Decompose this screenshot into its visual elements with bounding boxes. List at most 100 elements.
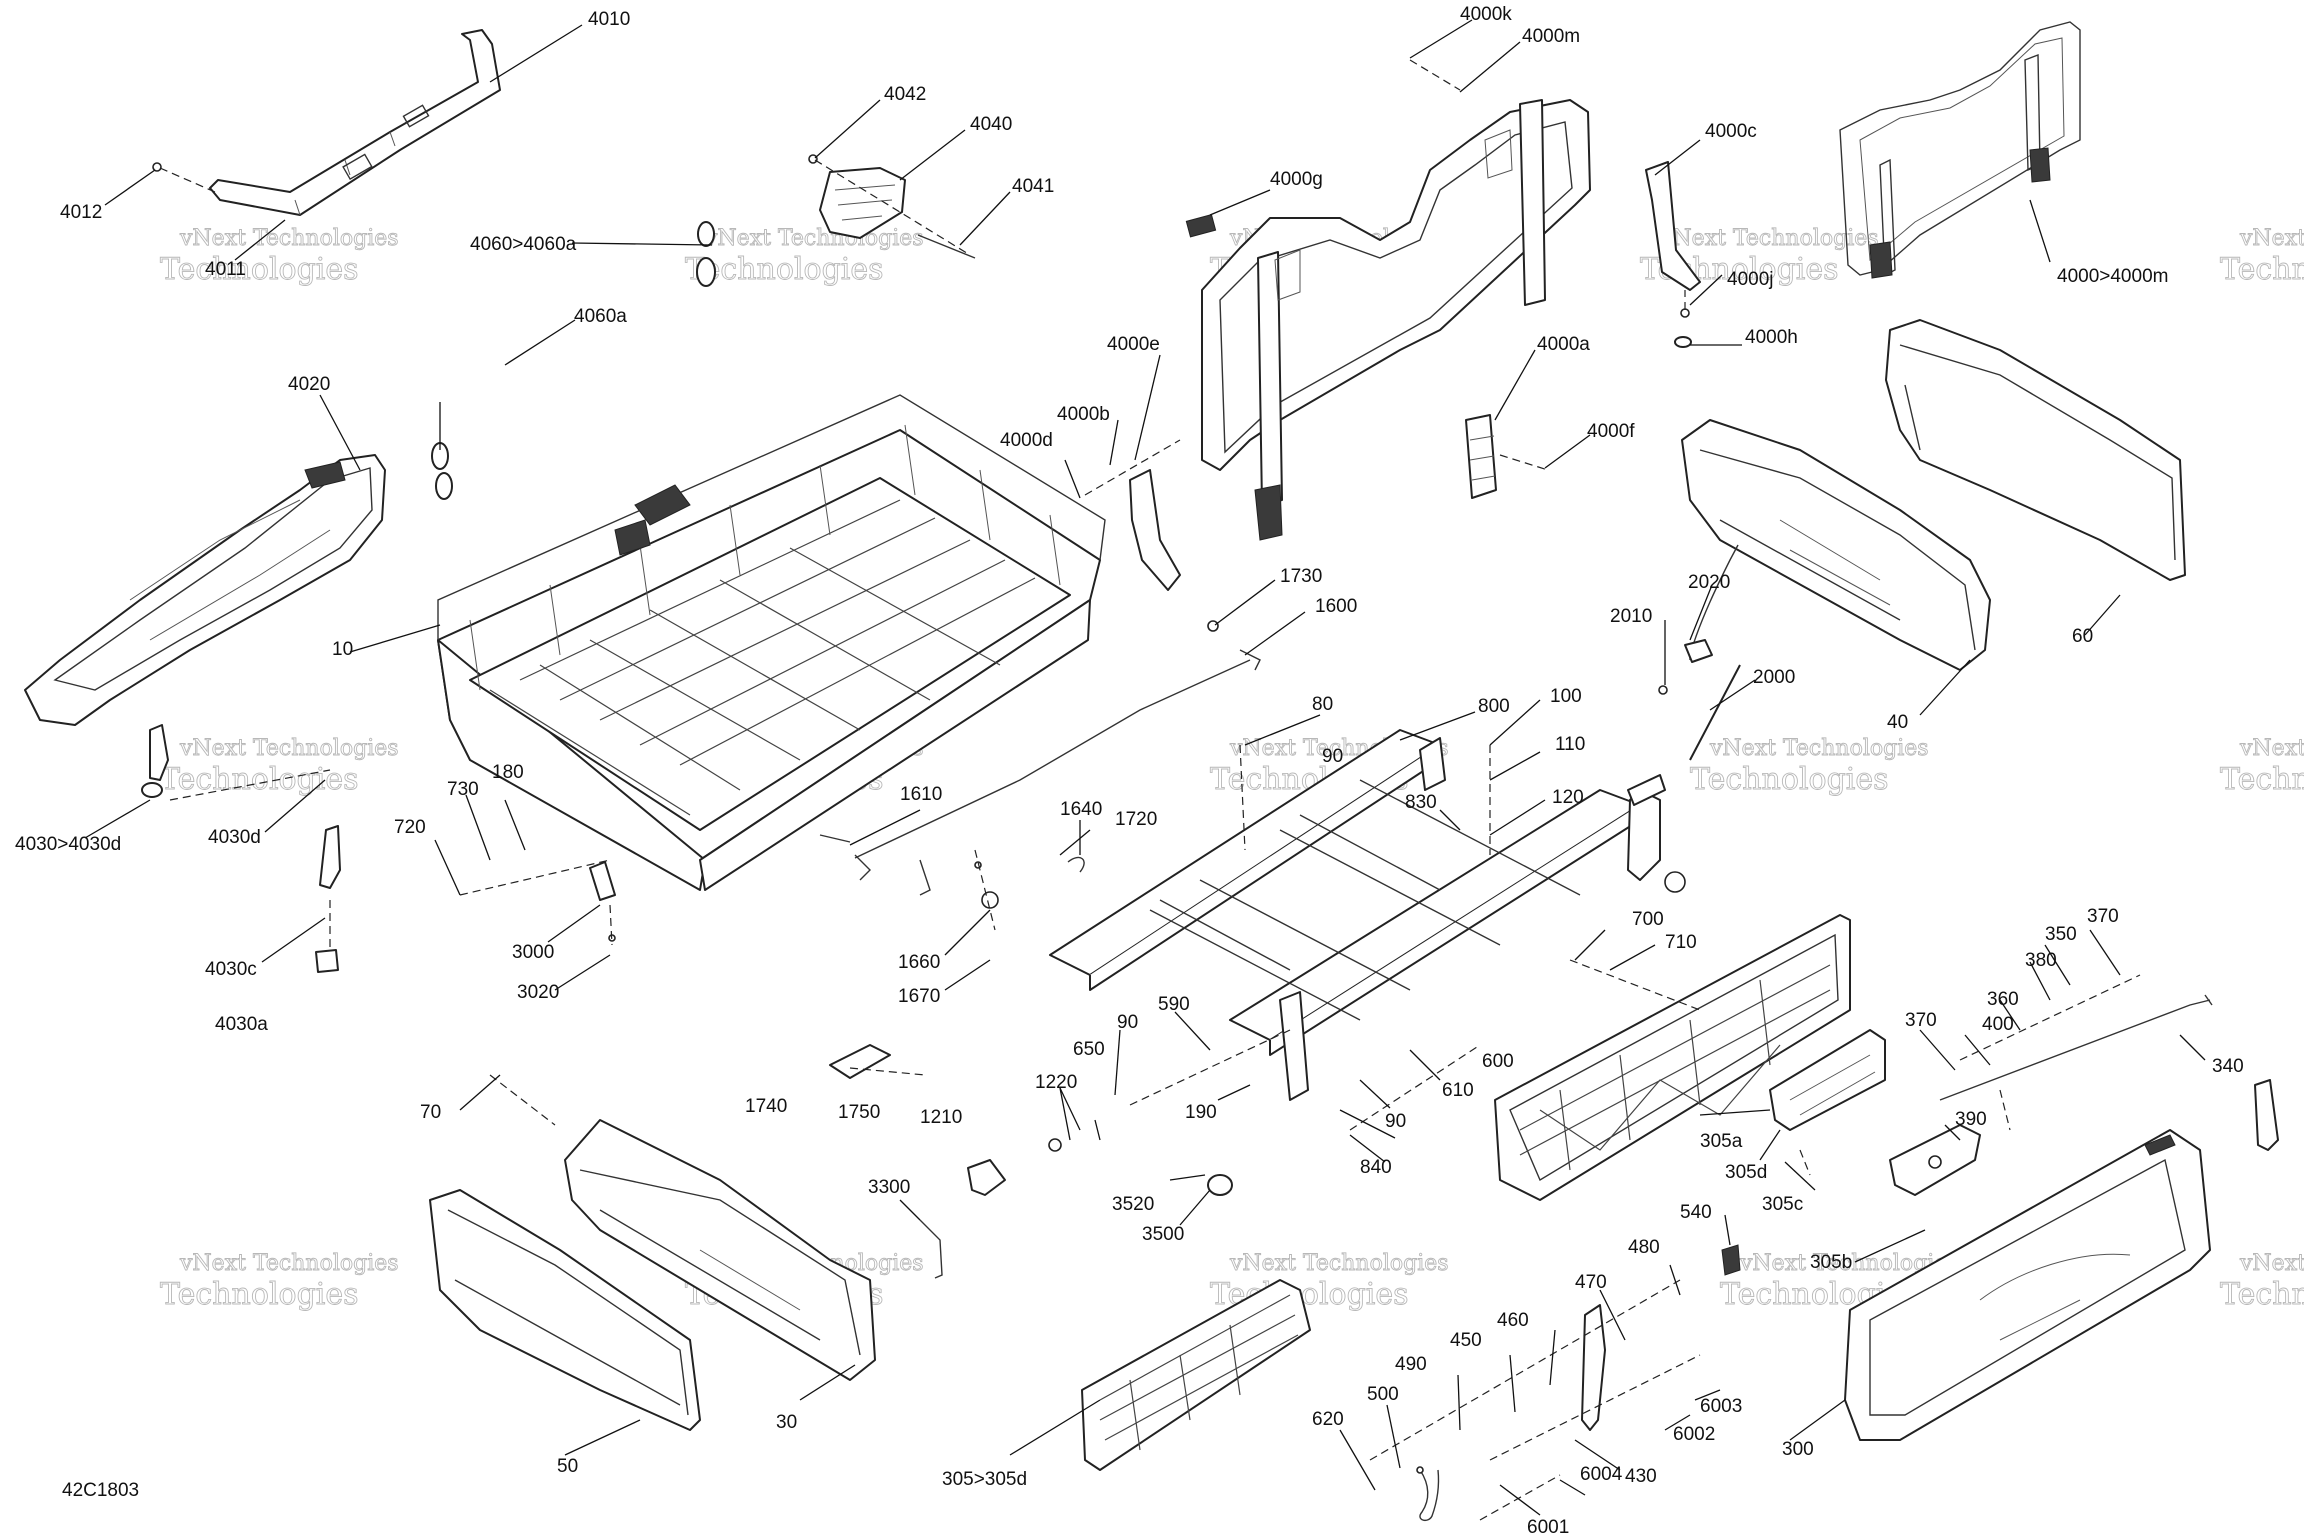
callout-label: 3020 <box>517 982 559 1003</box>
callout-label: 620 <box>1312 1409 1344 1430</box>
callout-label: 90 <box>1117 1012 1138 1033</box>
callout-label: 390 <box>1955 1109 1987 1130</box>
callout-label: 4000a <box>1537 334 1590 355</box>
callout-label: 4030a <box>215 1014 268 1035</box>
callout-label: 460 <box>1497 1310 1529 1331</box>
callout-label: 730 <box>447 779 479 800</box>
part-305a-reinforcement <box>1769 1029 1886 1131</box>
callout-label: 300 <box>1782 1439 1814 1460</box>
callout-label: 1720 <box>1115 809 1157 830</box>
callout-label: 6004 <box>1580 1464 1623 1485</box>
callout-label: 1740 <box>745 1096 787 1117</box>
callout-label: 1660 <box>898 952 940 973</box>
callout-label: 120 <box>1552 787 1584 808</box>
callout-label: 305>305d <box>942 1469 1027 1490</box>
callout-label: 590 <box>1158 994 1190 1015</box>
part-4020-storage-box <box>24 454 386 726</box>
callout-label: 340 <box>2212 1056 2244 1077</box>
callout-label: 1640 <box>1060 799 1102 820</box>
part-800-frame <box>1049 729 1686 1101</box>
watermark-text: vNext Technologies <box>2239 736 2304 761</box>
watermark-text: vNext Technologies <box>2239 1251 2304 1276</box>
watermark-text: vNext Technologies <box>179 226 399 251</box>
callout-label: 3500 <box>1142 1224 1184 1245</box>
callout-label: 4000e <box>1107 334 1160 355</box>
watermark-text: Technologies <box>2220 762 2304 797</box>
part-4060-bumpers <box>431 221 716 500</box>
part-3500-plug <box>1207 1174 1233 1196</box>
watermark-text: vNext Technologies <box>2239 226 2304 251</box>
callout-label: 710 <box>1665 932 1697 953</box>
callout-label: 4000f <box>1587 421 1635 442</box>
part-305-panel <box>1081 1279 1311 1471</box>
part-3300-seal <box>919 1219 943 1279</box>
callout-label: 720 <box>394 817 426 838</box>
callout-label: 40 <box>1887 712 1908 733</box>
callout-label: 430 <box>1625 1466 1657 1487</box>
watermark-text: vNext Technologies <box>179 736 399 761</box>
callout-label: 1610 <box>900 784 942 805</box>
callout-label: 1670 <box>898 986 940 1007</box>
callout-label: 60 <box>2072 626 2093 647</box>
callout-label: 1220 <box>1035 1072 1077 1093</box>
callout-label: 305d <box>1725 1162 1767 1183</box>
callout-label: 400 <box>1982 1014 2014 1035</box>
callout-label: 305a <box>1700 1131 1743 1152</box>
callout-label: 370 <box>1905 1010 1937 1031</box>
callout-label: 190 <box>1185 1102 1217 1123</box>
watermark-text: vNext Technologies <box>179 1251 399 1276</box>
callout-label: 4020 <box>288 374 330 395</box>
callout-label: 650 <box>1073 1039 1105 1060</box>
callout-label: 4040 <box>970 114 1012 135</box>
callout-label: 4000d <box>1000 430 1053 451</box>
part-10-cargo-box <box>437 394 1106 891</box>
callout-label: 4000g <box>1270 169 1323 190</box>
callout-label: 6001 <box>1527 1517 1569 1536</box>
part-1210-bracket <box>967 1138 1062 1196</box>
callout-label: 3000 <box>512 942 554 963</box>
callout-label: 4000b <box>1057 404 1110 425</box>
watermark-text: Technologies <box>160 762 359 797</box>
part-4030-latch <box>141 724 341 973</box>
part-4000-rack-small <box>1839 21 2081 279</box>
bolt-4012 <box>152 162 162 172</box>
document-code: 42C1803 <box>62 1480 139 1501</box>
part-3000-hook <box>589 861 616 942</box>
callout-label: 1730 <box>1280 566 1322 587</box>
part-4010-bracket <box>209 29 501 216</box>
callout-label: 110 <box>1555 734 1585 755</box>
callout-label: 50 <box>557 1456 578 1477</box>
callout-label: 4000m <box>1522 26 1580 47</box>
callout-label: 4000j <box>1727 269 1774 290</box>
callout-label: 305b <box>1810 1252 1852 1273</box>
watermark-text: Technologies <box>160 252 359 287</box>
part-4000e-bracket <box>1129 469 1181 591</box>
callout-label: 350 <box>2045 924 2077 945</box>
callout-label: 470 <box>1575 1272 1607 1293</box>
callout-label: 3300 <box>868 1177 910 1198</box>
callout-label: 610 <box>1442 1080 1474 1101</box>
callout-label: 600 <box>1482 1051 1514 1072</box>
watermark-text: Technologies <box>1690 762 1889 797</box>
part-4000a-hinge <box>1465 414 1497 499</box>
part-1660-clip <box>974 856 1085 909</box>
callout-label: 1750 <box>838 1102 880 1123</box>
callout-label: 700 <box>1632 909 1664 930</box>
callout-label: 10 <box>332 639 353 660</box>
watermark-text: Technologies <box>2220 252 2304 287</box>
callout-label: 4012 <box>60 202 102 223</box>
callout-label: 70 <box>420 1102 441 1123</box>
watermark-text: Technologies <box>685 252 884 287</box>
watermark-text: vNext Technologies <box>1229 1251 1449 1276</box>
part-305b-handle <box>1721 1124 1981 1276</box>
callout-label: 4011 <box>205 259 246 280</box>
callout-label: 4010 <box>588 9 630 30</box>
callout-label: 800 <box>1478 696 1510 717</box>
callout-label: 4030>4030d <box>15 834 121 855</box>
callout-label: 4060a <box>574 306 627 327</box>
callout-label: 830 <box>1405 792 1437 813</box>
part-2000-strut <box>1658 544 1741 761</box>
part-60-side-panel <box>1885 319 2186 581</box>
callout-label: 360 <box>1987 989 2019 1010</box>
